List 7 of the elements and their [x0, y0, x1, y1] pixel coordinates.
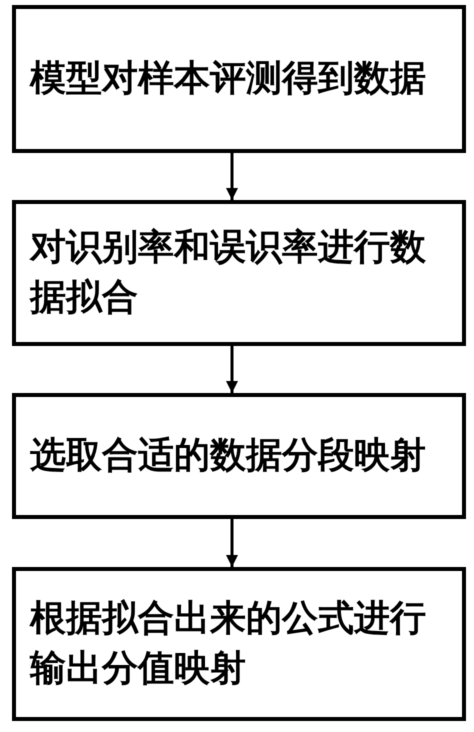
process-box: 对识别率和误识率进行数据拟合 — [12, 200, 466, 346]
process-box: 根据拟合出来的公式进行输出分值映射 — [12, 567, 466, 721]
arrow — [226, 519, 238, 567]
process-box: 模型对样本评测得到数据 — [12, 5, 466, 153]
arrow — [226, 153, 238, 200]
process-box: 选取合适的数据分段映射 — [12, 393, 466, 519]
arrow — [226, 346, 238, 393]
